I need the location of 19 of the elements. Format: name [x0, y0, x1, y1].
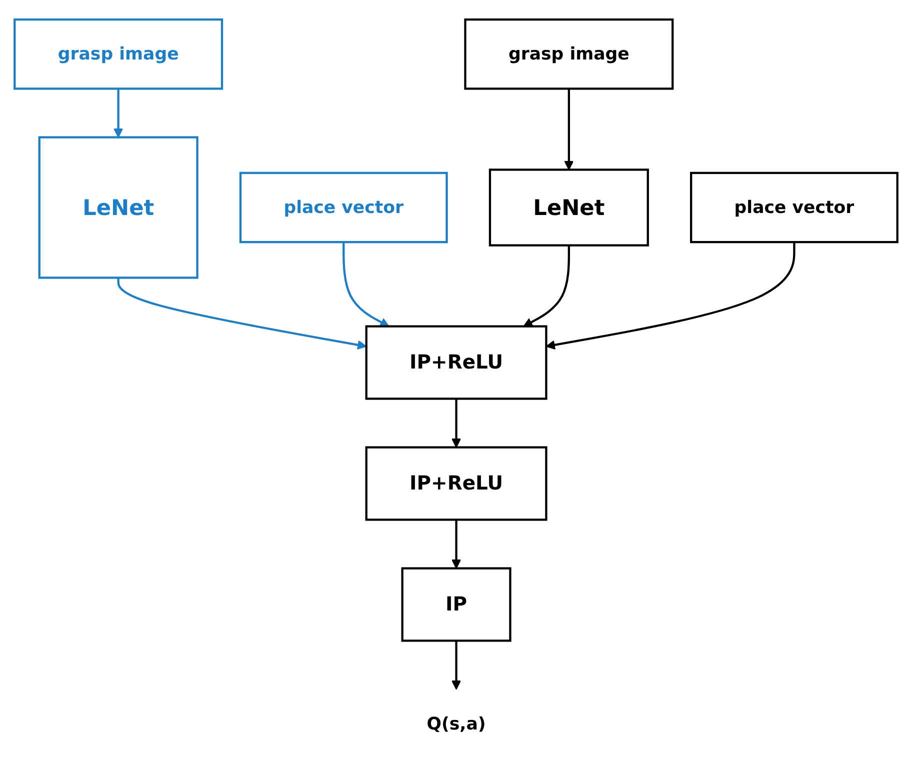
arrow — [117, 277, 367, 350]
node-box: IP+ReLU — [365, 446, 548, 520]
node-box: place vector — [239, 171, 448, 243]
node-box: IP — [401, 566, 512, 642]
arrow — [452, 398, 462, 448]
node-box: grasp image — [14, 18, 224, 90]
arrow — [546, 242, 796, 350]
arrow — [564, 88, 574, 170]
node-text: Q(s,a) — [426, 712, 486, 734]
node-box: LeNet — [488, 168, 649, 246]
node-box: grasp image — [464, 18, 674, 90]
arrow — [452, 640, 462, 690]
node-box: LeNet — [38, 136, 198, 278]
arrow — [342, 242, 390, 326]
node-box: IP+ReLU — [365, 324, 548, 400]
node-box: place vector — [690, 171, 898, 243]
arrow — [114, 88, 124, 138]
arrow — [523, 244, 570, 326]
arrow — [452, 519, 462, 568]
